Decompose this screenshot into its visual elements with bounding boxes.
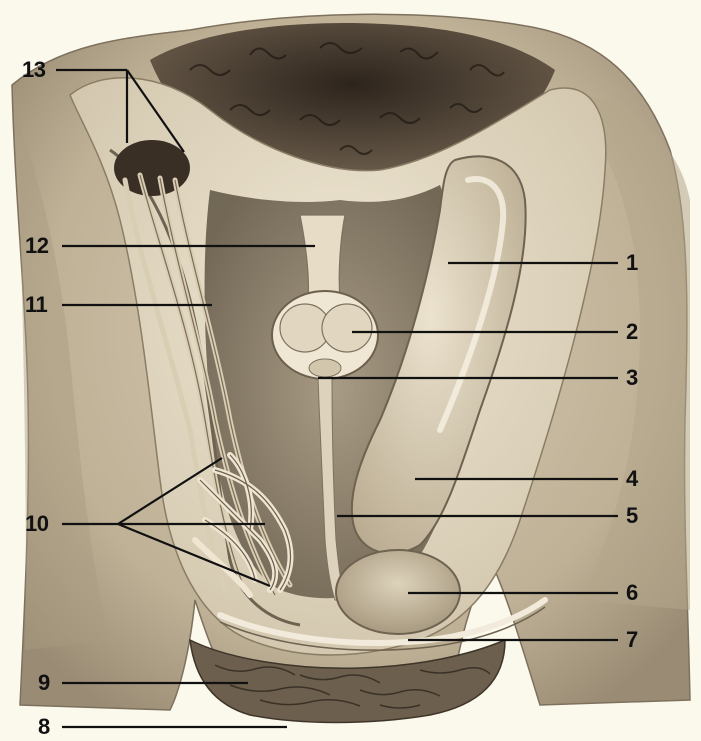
corpus-right [322, 304, 372, 352]
label-1: 1 [626, 252, 638, 274]
label-11: 11 [25, 294, 47, 316]
label-9: 9 [38, 672, 50, 694]
label-7: 7 [626, 629, 638, 651]
label-2: 2 [626, 321, 638, 343]
corpus-spongiosum [309, 359, 341, 377]
label-3: 3 [626, 367, 638, 389]
label-5: 5 [626, 505, 638, 527]
label-10: 10 [25, 513, 48, 535]
label-13: 13 [22, 59, 45, 81]
label-8: 8 [38, 716, 50, 738]
label-12: 12 [25, 235, 48, 257]
label-6: 6 [626, 582, 638, 604]
label-4: 4 [626, 468, 638, 490]
